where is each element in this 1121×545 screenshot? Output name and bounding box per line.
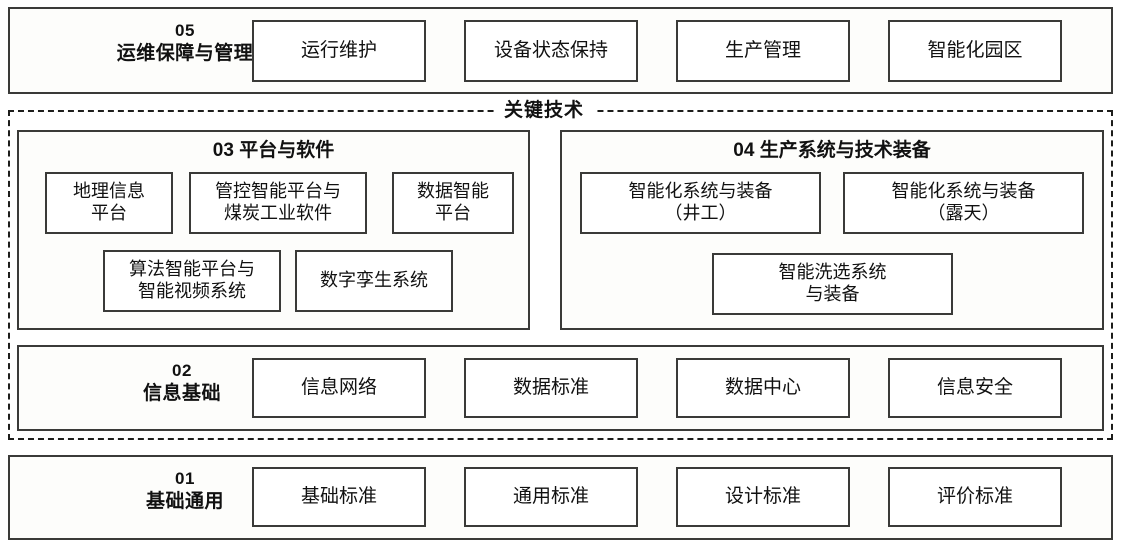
layer-name-01: 基础通用 (145, 490, 224, 512)
layer-name-05: 运维保障与管理 (116, 42, 254, 64)
panel-04-heading: 04 生产系统与技术装备 (733, 140, 931, 161)
layer-01-item-3[interactable]: 设计标准 (676, 467, 850, 527)
layer-01-item-2[interactable]: 通用标准 (464, 467, 638, 527)
panel-04-item-2[interactable]: 智能化系统与装备 （露天） (843, 172, 1084, 234)
layer-02-item-1[interactable]: 信息网络 (252, 358, 426, 418)
layer-title-02: 02 信息基础 (62, 360, 302, 406)
layer-02-item-4[interactable]: 信息安全 (888, 358, 1062, 418)
layer-number-05: 05 (175, 21, 195, 40)
layer-02-item-2[interactable]: 数据标准 (464, 358, 638, 418)
panel-03-item-4[interactable]: 算法智能平台与 智能视频系统 (103, 250, 281, 312)
layer-05-item-3[interactable]: 生产管理 (676, 20, 850, 82)
layer-05-item-1[interactable]: 运行维护 (252, 20, 426, 82)
panel-03-item-1[interactable]: 地理信息 平台 (45, 172, 173, 234)
layer-number-02: 02 (172, 361, 192, 380)
layer-02-item-3[interactable]: 数据中心 (676, 358, 850, 418)
layer-title-05: 05 运维保障与管理 (60, 20, 310, 66)
layer-05-item-4[interactable]: 智能化园区 (888, 20, 1062, 82)
layer-name-02: 信息基础 (142, 382, 221, 404)
panel-03-item-3[interactable]: 数据智能 平台 (392, 172, 514, 234)
key-technologies-label: 关键技术 (494, 101, 595, 120)
panel-03-heading: 03 平台与软件 (212, 140, 335, 161)
layer-title-01: 01 基础通用 (60, 468, 310, 514)
panel-04-item-1[interactable]: 智能化系统与装备 （井工） (580, 172, 821, 234)
layer-05-item-2[interactable]: 设备状态保持 (464, 20, 638, 82)
layer-number-01: 01 (175, 469, 195, 488)
panel-03-item-5[interactable]: 数字孪生系统 (295, 250, 453, 312)
panel-03-item-2[interactable]: 管控智能平台与 煤炭工业软件 (189, 172, 367, 234)
layer-01-item-4[interactable]: 评价标准 (888, 467, 1062, 527)
panel-04-item-3[interactable]: 智能洗选系统 与装备 (712, 253, 953, 315)
layer-01-item-1[interactable]: 基础标准 (252, 467, 426, 527)
